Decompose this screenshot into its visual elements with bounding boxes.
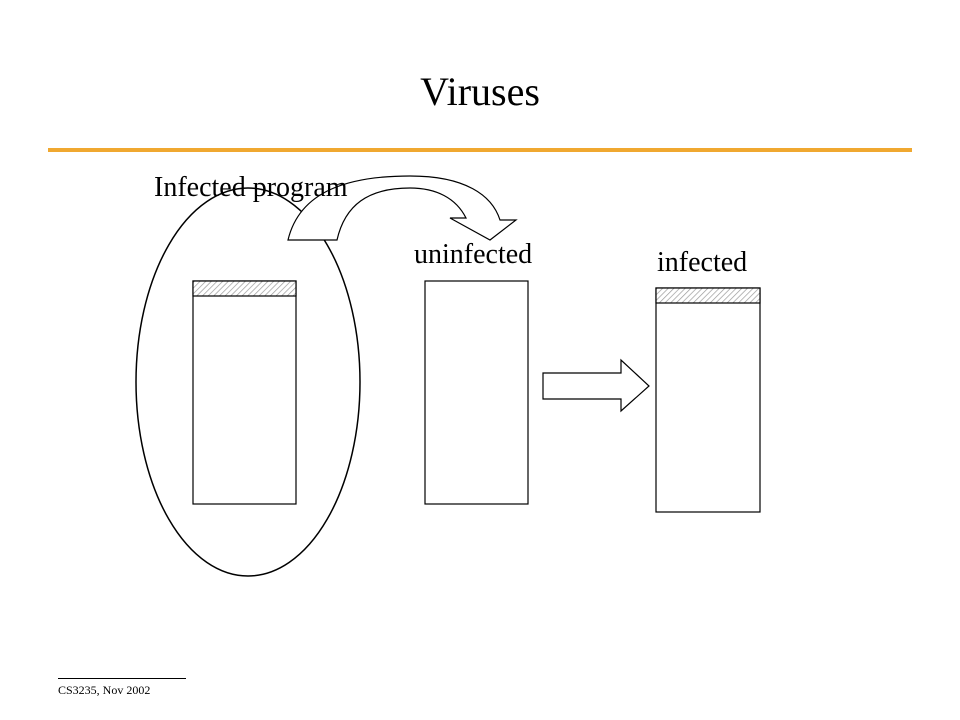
right-arrow-icon [542, 358, 650, 413]
infected-program-enclosure [135, 187, 361, 577]
curved-arrow-icon [287, 175, 518, 241]
infected-program-block [192, 280, 297, 505]
slide-title: Viruses [420, 69, 540, 114]
infected-program-label: Infected program [154, 172, 348, 203]
uninfected-program-block [424, 280, 529, 505]
newly-infected-program-block [655, 287, 761, 513]
infected-label: infected [657, 247, 748, 278]
virus-code-segment [192, 280, 297, 297]
uninfected-label: uninfected [414, 239, 533, 270]
virus-code-segment [655, 287, 761, 304]
title-rule [48, 148, 912, 152]
footer-text: CS3235, Nov 2002 [58, 683, 151, 697]
footer-rule [58, 678, 186, 679]
